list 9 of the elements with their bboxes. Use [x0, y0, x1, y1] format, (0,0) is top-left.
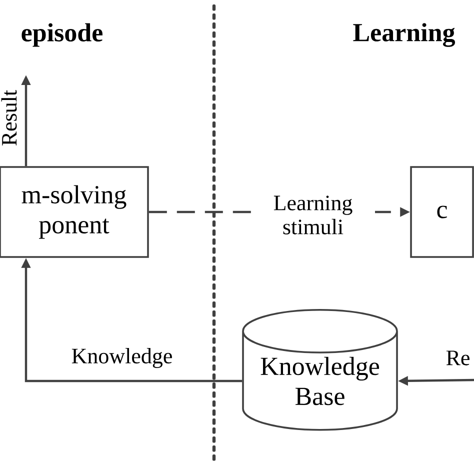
edge-label: Learning stimuli: [251, 194, 375, 236]
edge-label: Knowledge: [72, 348, 172, 368]
section-heading: episode: [22, 23, 102, 47]
process-box: c: [410, 166, 474, 258]
edge-label: Re: [446, 350, 470, 366]
edge-label: Result: [1, 90, 17, 146]
section-heading: Learning: [353, 23, 456, 47]
process-box: m-solving ponent: [0, 166, 149, 258]
database-cylinder: Knowledge Base: [242, 309, 398, 431]
